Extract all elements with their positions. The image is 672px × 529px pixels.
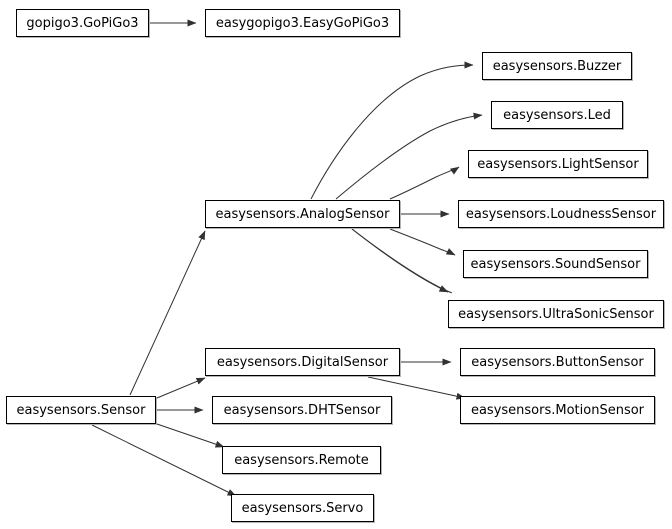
node-label: easysensors.DigitalSensor [216,354,389,370]
node-buttonsensor[interactable]: easysensors.ButtonSensor [460,348,655,376]
node-remote[interactable]: easysensors.Remote [222,446,381,474]
edge-sensor-to-servo [91,424,237,497]
node-label: easysensors.Buzzer [492,58,622,74]
node-label: easysensors.DHTSensor [223,402,381,418]
node-motionsensor[interactable]: easysensors.MotionSensor [460,396,655,424]
node-label: easysensors.LightSensor [477,156,639,172]
node-analogsensor[interactable]: easysensors.AnalogSensor [205,200,400,228]
edge-analogsensor-to-ultrasonic-head [351,228,449,293]
node-ultrasonicsensor[interactable]: easysensors.UltraSonicSensor [448,300,664,328]
edge-digitalsensor-to-motionsensor [367,376,466,400]
node-digitalsensor[interactable]: easysensors.DigitalSensor [205,348,400,376]
edge-analogsensor-to-ultrasonic [351,228,452,294]
edge-analogsensor-to-soundsensor [389,228,456,256]
node-soundsensor[interactable]: easysensors.SoundSensor [463,250,648,278]
node-label: easysensors.LoudnessSensor [465,206,657,222]
node-label: gopigo3.GoPiGo3 [26,15,139,31]
node-label: easysensors.Servo [241,500,364,516]
node-label: easysensors.ButtonSensor [471,354,644,370]
node-easygopigo3[interactable]: easygopigo3.EasyGoPiGo3 [205,9,400,37]
node-label: easysensors.MotionSensor [470,402,645,418]
node-servo[interactable]: easysensors.Servo [231,494,374,522]
edge-sensor-to-remote [156,423,225,448]
node-gopigo3[interactable]: gopigo3.GoPiGo3 [16,9,149,37]
node-buzzer[interactable]: easysensors.Buzzer [482,52,632,80]
edge-sensor-to-digitalsensor [156,377,206,399]
node-dhtsensor[interactable]: easysensors.DHTSensor [212,396,392,424]
edge-analogsensor-to-led [335,112,483,200]
edge-analogsensor-to-buzzer [310,61,474,200]
edge-sensor-to-analogsensor [129,230,206,396]
node-label: easysensors.SoundSensor [470,256,641,272]
node-led[interactable]: easysensors.Led [491,101,623,129]
node-label: easysensors.Led [503,107,611,123]
node-label: easysensors.AnalogSensor [215,206,390,222]
node-lightsensor[interactable]: easysensors.LightSensor [468,150,648,178]
edge-analogsensor-to-lightsensor [389,166,460,200]
node-label: easysensors.Sensor [16,402,146,418]
node-label: easysensors.UltraSonicSensor [458,306,654,322]
node-label: easysensors.Remote [234,452,369,468]
node-loudnesssensor[interactable]: easysensors.LoudnessSensor [458,200,664,228]
node-sensor[interactable]: easysensors.Sensor [6,396,156,424]
node-label: easygopigo3.EasyGoPiGo3 [215,15,390,31]
